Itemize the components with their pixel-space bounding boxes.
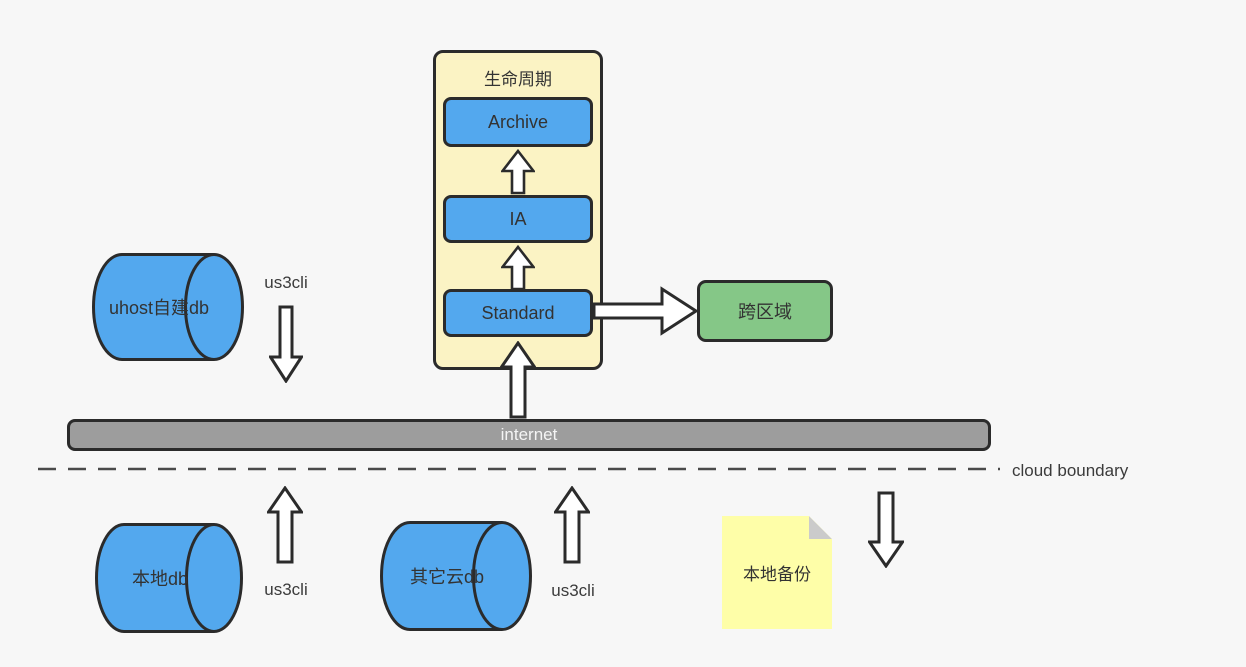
tier-archive-label: Archive: [487, 111, 549, 132]
us3cli-label-uhost: us3cli: [264, 273, 308, 292]
arrow-down-internet-to-backup-icon: [868, 491, 904, 568]
tier-standard-label: Standard: [481, 302, 555, 323]
tier-standard: Standard: [443, 289, 593, 337]
cylinder-shape-icon: [380, 521, 532, 631]
arrow-right-standard-to-crossregion-icon: [592, 282, 698, 340]
lifecycle-container: 生命周期 Archive IA Standard: [433, 50, 603, 370]
arrow-down-uhost-to-internet-icon: [269, 305, 303, 383]
arrow-up-standard-to-ia-icon: [501, 245, 535, 291]
internet-bar: internet: [67, 419, 991, 451]
tier-archive: Archive: [443, 97, 593, 147]
lifecycle-title: 生命周期: [484, 70, 552, 89]
cylinder-shape-icon: [92, 253, 244, 361]
uhost-db-label: uhost自建db: [108, 298, 210, 318]
other-cloud-db-cylinder: 其它云db: [380, 521, 532, 631]
arrow-up-internet-to-standard-icon: [500, 341, 536, 419]
cross-region-node: 跨区域: [697, 280, 833, 342]
internet-label: internet: [500, 425, 558, 444]
local-backup-label: 本地备份: [743, 565, 811, 584]
arrow-up-othercloud-to-internet-icon: [554, 486, 590, 564]
cloud-boundary-label: cloud boundary: [1012, 461, 1129, 480]
other-cloud-db-label: 其它云db: [409, 567, 485, 587]
cross-region-label: 跨区域: [738, 302, 792, 322]
arrow-up-ia-to-archive-icon: [501, 149, 535, 195]
cylinder-shape-icon: [95, 523, 243, 633]
uhost-db-cylinder: uhost自建db: [92, 253, 244, 361]
local-backup-note: 本地备份: [722, 516, 832, 629]
us3cli-label-local: us3cli: [264, 580, 308, 599]
local-db-label: 本地db: [131, 569, 189, 589]
arrow-up-localdb-to-internet-icon: [267, 486, 303, 564]
tier-ia: IA: [443, 195, 593, 243]
local-db-cylinder: 本地db: [95, 523, 243, 633]
tier-ia-label: IA: [509, 208, 527, 229]
us3cli-label-othercloud: us3cli: [551, 581, 595, 600]
